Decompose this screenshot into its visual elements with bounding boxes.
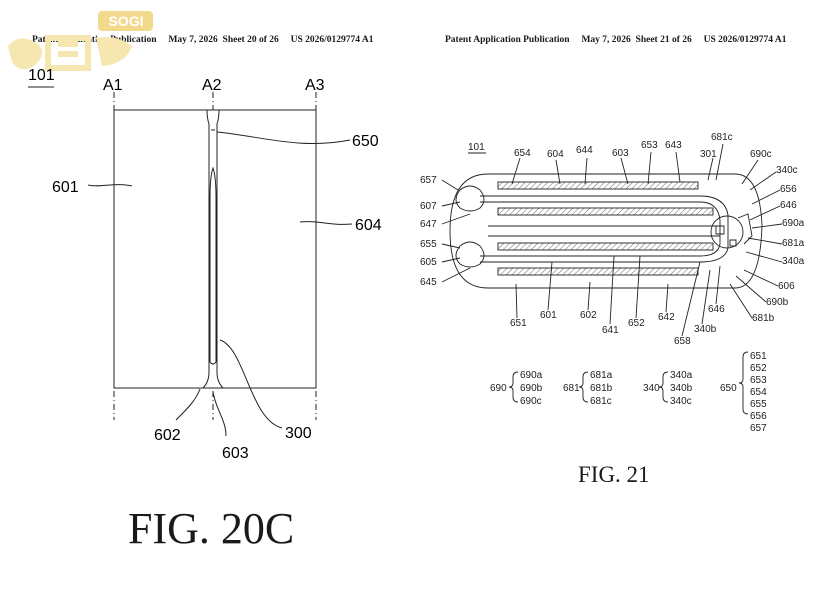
label-646-right: 646 <box>780 200 797 211</box>
label-658: 658 <box>674 336 691 347</box>
label-651: 651 <box>510 318 527 329</box>
fig20c-ref-label: 101 <box>28 67 55 84</box>
label-641: 641 <box>602 325 619 336</box>
label-681a: 681a <box>782 238 805 249</box>
label-301: 301 <box>700 149 717 160</box>
label-601: 601 <box>52 179 79 196</box>
label-690b: 690b <box>766 297 789 308</box>
label-647: 647 <box>420 219 437 230</box>
legend-340-b: 340b <box>670 383 693 394</box>
label-690a: 690a <box>782 218 805 229</box>
label-603-top: 603 <box>612 148 629 159</box>
legend-650-item-6: 656 <box>750 411 767 422</box>
label-681c: 681c <box>711 132 733 143</box>
label-655: 655 <box>420 239 437 250</box>
legend-key-340: 340 <box>643 383 660 394</box>
label-604: 604 <box>355 217 382 234</box>
label-300: 300 <box>285 425 312 442</box>
legend-650-item-3: 653 <box>750 375 767 386</box>
axis-a2-label: A2 <box>202 77 222 94</box>
label-605: 605 <box>420 257 437 268</box>
fig-20c-title: FIG. 20C <box>128 504 295 553</box>
label-652: 652 <box>628 318 645 329</box>
legend-340-a: 340a <box>670 370 693 381</box>
label-642: 642 <box>658 312 675 323</box>
label-645: 645 <box>420 277 437 288</box>
label-644: 644 <box>576 145 593 156</box>
label-340b: 340b <box>694 324 717 335</box>
legend-key-650: 650 <box>720 383 737 394</box>
svg-text:SOGI: SOGI <box>108 13 143 29</box>
legend-340-c: 340c <box>670 396 692 407</box>
legend-681-a: 681a <box>590 370 613 381</box>
legend-650-item-7: 657 <box>750 423 767 434</box>
label-340a: 340a <box>782 256 805 267</box>
legend-key-690: 690 <box>490 383 507 394</box>
legend-690-a: 690a <box>520 370 543 381</box>
header-right: Patent Application Publication May 7, 20… <box>445 35 787 45</box>
legend-650-item-4: 654 <box>750 387 767 398</box>
legend-690-c: 690c <box>520 396 542 407</box>
label-602-bottom: 602 <box>580 310 597 321</box>
legend-key-681: 681 <box>563 383 580 394</box>
axis-a1-label: A1 <box>103 77 123 94</box>
legend-650-item-1: 651 <box>750 351 767 362</box>
label-643: 643 <box>665 140 682 151</box>
label-690c: 690c <box>750 149 772 160</box>
legend-690-b: 690b <box>520 383 543 394</box>
sogi-watermark-logo: SOGI <box>8 11 153 71</box>
label-657: 657 <box>420 175 437 186</box>
label-654: 654 <box>514 148 531 159</box>
label-653: 653 <box>641 140 658 151</box>
legend-650-item-5: 655 <box>750 399 767 410</box>
label-601-bottom: 601 <box>540 310 557 321</box>
label-604-top: 604 <box>547 149 564 160</box>
label-607: 607 <box>420 201 437 212</box>
fig21-ref-label: 101 <box>468 142 485 153</box>
label-603: 603 <box>222 445 249 462</box>
fig-21-title: FIG. 21 <box>578 462 650 487</box>
label-602: 602 <box>154 427 181 444</box>
label-606: 606 <box>778 281 795 292</box>
legend-650-item-2: 652 <box>750 363 767 374</box>
legend-681-b: 681b <box>590 383 613 394</box>
label-340c: 340c <box>776 165 798 176</box>
axis-a3-label: A3 <box>305 77 325 94</box>
label-681b: 681b <box>752 313 775 324</box>
label-646-bottom: 646 <box>708 304 725 315</box>
legend-681-c: 681c <box>590 396 612 407</box>
label-650: 650 <box>352 133 379 150</box>
label-656: 656 <box>780 184 797 195</box>
